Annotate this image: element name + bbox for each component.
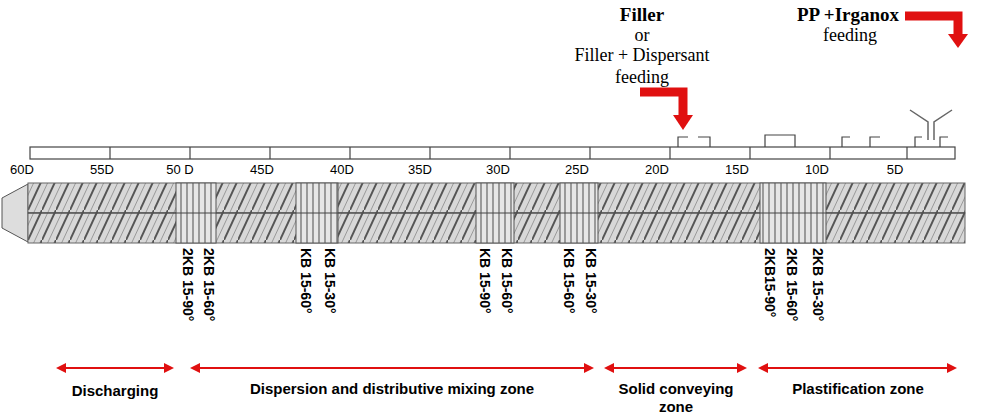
kneading-block-label: KB 15-30° <box>583 248 599 314</box>
kneading-block-label: 2KB 15-60° <box>784 248 800 321</box>
scale-mark: 15D <box>725 162 749 177</box>
kneading-block-label: 2KB 15-30° <box>810 248 826 321</box>
scale-mark: 40D <box>330 162 354 177</box>
scale-mark: 10D <box>805 162 829 177</box>
scale-mark: 50 D <box>166 162 193 177</box>
feed-label: Filler <box>620 4 664 26</box>
kneading-block-label: KB 15-60° <box>561 248 577 314</box>
zone-label: Dispersion and distributive mixing zone <box>227 380 557 398</box>
kneading-block-label: 2KB 15-90° <box>180 248 196 321</box>
scale-mark: 5D <box>887 162 904 177</box>
feed-label: feeding <box>823 25 877 46</box>
scale-mark: 45D <box>250 162 274 177</box>
scale-mark: 30D <box>486 162 510 177</box>
feed-label: Filler + Dispersant <box>574 45 709 66</box>
feed-label: PP +Irganox <box>797 4 899 26</box>
kneading-block-label: 2KB 15-60° <box>201 248 217 321</box>
zone-label: Plastification zone <box>773 380 943 398</box>
scale-mark: 60D <box>10 162 34 177</box>
kneading-block-label: KB 15-30° <box>322 248 338 314</box>
feed-label: feeding <box>615 67 669 88</box>
kneading-block-label: KB 15-90° <box>477 248 493 314</box>
scale-mark: 35D <box>408 162 432 177</box>
scale-mark: 20D <box>645 162 669 177</box>
zone-label: Discharging <box>50 382 180 400</box>
feed-label: or <box>635 25 650 46</box>
zone-label: Solid conveying zone <box>601 380 751 416</box>
scale-mark: 25D <box>565 162 589 177</box>
kneading-block-label: KB 15-60° <box>499 248 515 314</box>
scale-mark: 55D <box>90 162 114 177</box>
kneading-block-label: 2KB15-90° <box>762 248 778 317</box>
kneading-block-label: KB 15-60° <box>298 248 314 314</box>
